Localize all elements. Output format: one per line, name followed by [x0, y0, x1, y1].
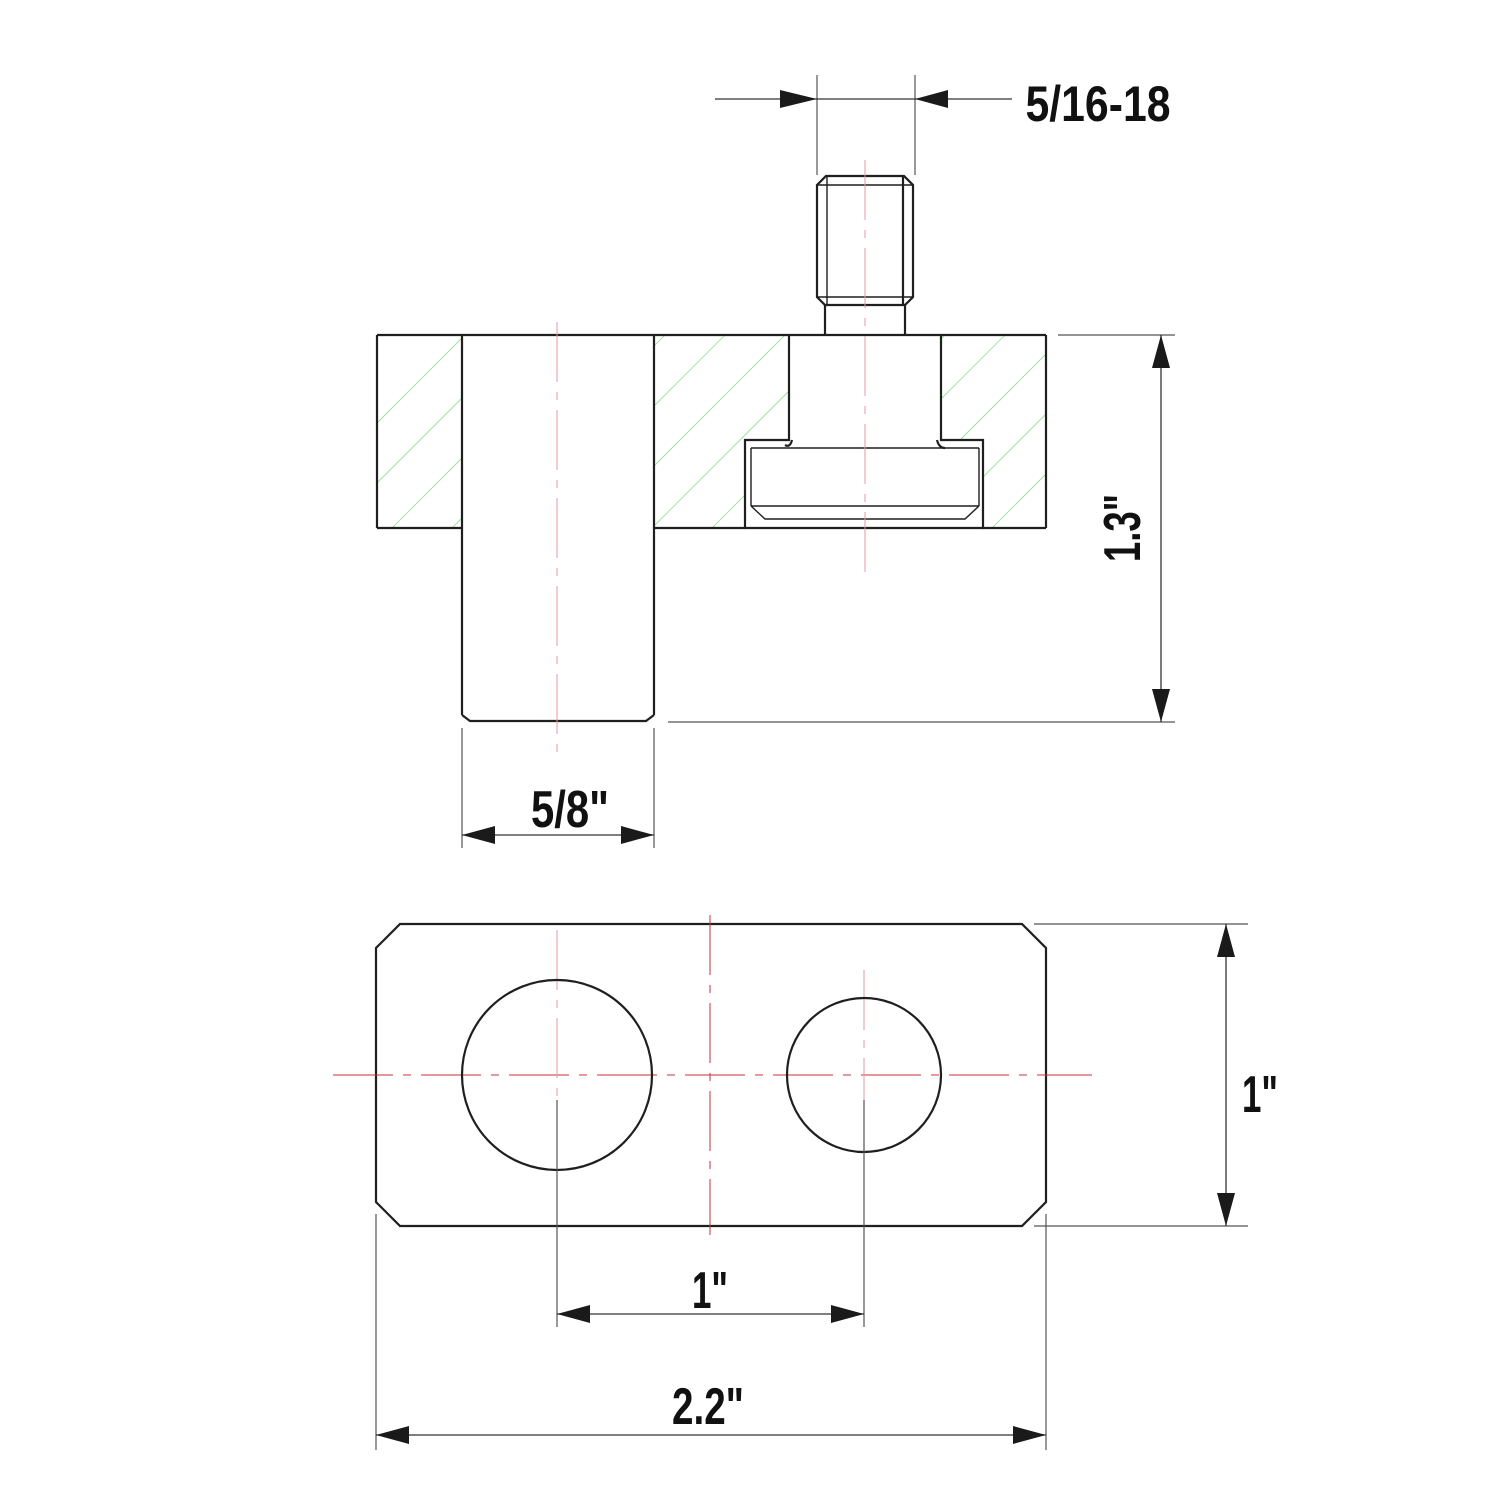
threaded-stud [815, 160, 915, 575]
dimension-length: 2.2" [375, 1214, 1047, 1450]
large-pin [460, 322, 656, 760]
bolt-pocket [743, 335, 985, 530]
plate-section [375, 333, 1048, 530]
top-view: 1" 1" 2.2" [333, 915, 1278, 1450]
pin-diameter-label: 5/8" [531, 781, 609, 839]
dimension-hole-spacing: 1" [556, 1100, 865, 1327]
dimension-thread: 5/16-18 [715, 75, 1171, 175]
hole-spacing-label: 1" [692, 1262, 728, 1320]
section-hatching [377, 335, 1046, 528]
plate-outline [374, 922, 1048, 1228]
dimension-height: 1.3" [668, 334, 1175, 723]
dimension-width: 1" [1034, 923, 1278, 1227]
length-label: 2.2" [672, 1378, 744, 1436]
dimension-pin-diameter: 5/8" [461, 728, 655, 848]
side-view: 5/16-18 1.3" 5/8" [375, 75, 1175, 848]
height-label: 1.3" [1094, 494, 1152, 562]
width-label: 1" [1242, 1066, 1278, 1124]
thread-spec-label: 5/16-18 [1026, 76, 1171, 132]
